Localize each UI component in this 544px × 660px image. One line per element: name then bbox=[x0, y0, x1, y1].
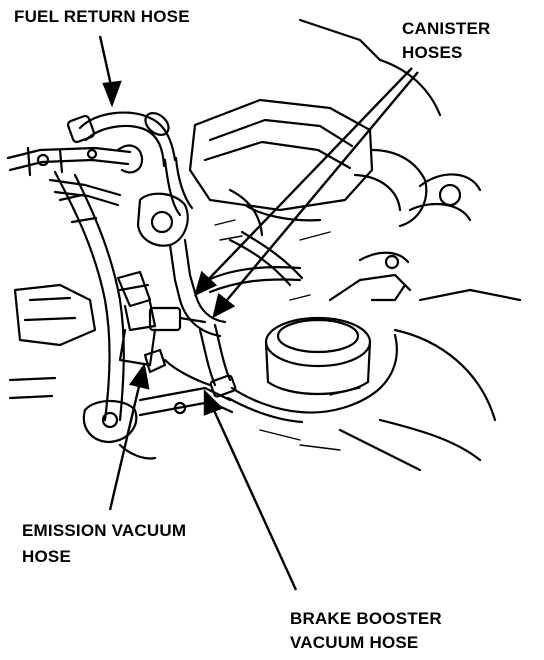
brake-booster-hose-drawing bbox=[198, 323, 304, 424]
vacuum-valve-drawing bbox=[116, 270, 212, 387]
canister-hoses-label-line1: CANISTER bbox=[402, 19, 491, 38]
canister-hose-leader-2 bbox=[221, 71, 419, 307]
lower-mounts-drawing bbox=[8, 283, 234, 460]
emission-vacuum-hose-arrowhead bbox=[128, 363, 150, 390]
intake-manifold-drawing bbox=[188, 18, 442, 237]
brake-master-cylinder-drawing bbox=[264, 251, 412, 414]
fuel-lines-drawing bbox=[6, 144, 144, 207]
emission-vacuum-hose-leader bbox=[108, 381, 142, 511]
shading-drawing bbox=[214, 219, 361, 451]
left-coolant-hose-drawing bbox=[53, 170, 125, 422]
brake-booster-hose-label-line2: VACUUM HOSE bbox=[290, 633, 419, 652]
fuel-return-hose-label: FUEL RETURN HOSE bbox=[14, 7, 190, 26]
canister-hoses-drawing bbox=[136, 192, 304, 338]
canister-hose-leader-1 bbox=[203, 67, 413, 285]
canister-hose-arrowhead-2 bbox=[212, 292, 236, 319]
brake-booster-hose-label-line1: BRAKE BOOSTER bbox=[290, 609, 442, 628]
emission-vacuum-hose-label-line2: HOSE bbox=[22, 547, 71, 566]
emission-vacuum-hose-label-line1: EMISSION VACUUM bbox=[22, 521, 187, 540]
brake-booster-hose-leader bbox=[210, 405, 298, 591]
fuel-return-hose-leader bbox=[98, 35, 114, 91]
canister-hose-arrowhead-1 bbox=[194, 270, 218, 297]
brake-booster-drawing bbox=[338, 173, 522, 472]
fuel-return-hose-drawing bbox=[66, 111, 194, 217]
canister-hoses-label-line2: HOSES bbox=[402, 43, 463, 62]
brake-booster-hose-arrowhead bbox=[203, 389, 224, 416]
fuel-return-hose-arrowhead bbox=[102, 80, 122, 108]
